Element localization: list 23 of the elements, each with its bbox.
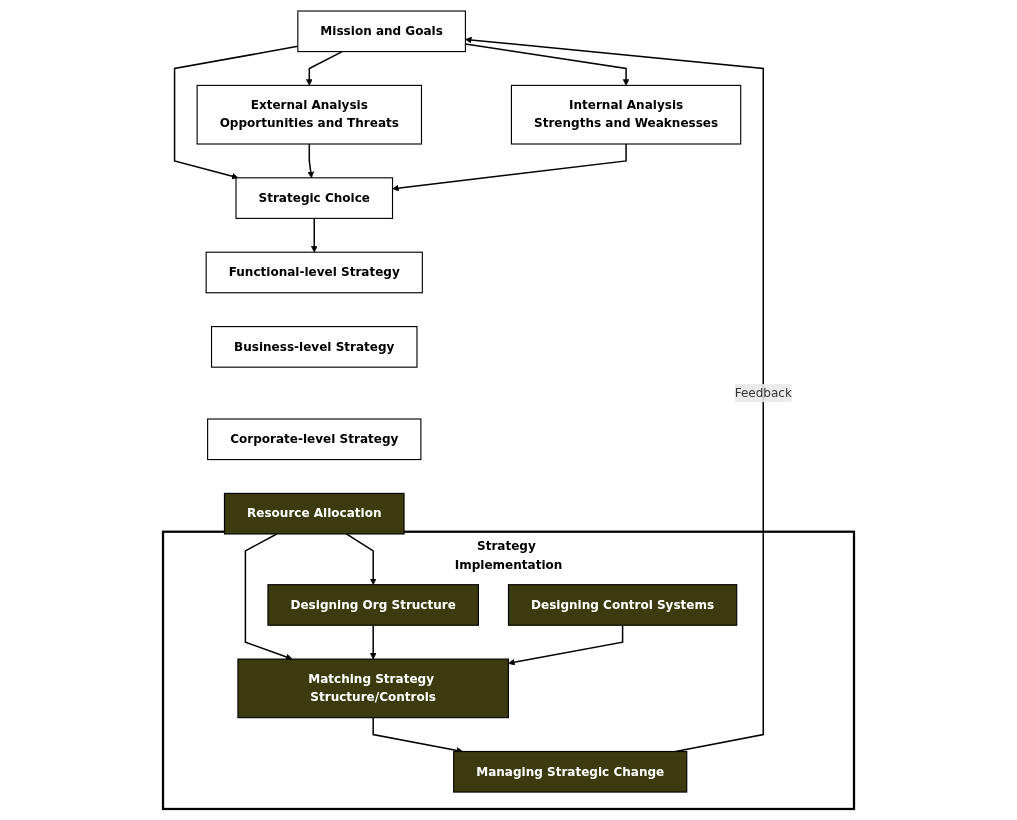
arrow bbox=[307, 143, 314, 179]
arrow bbox=[465, 36, 764, 753]
node-box: Functional-level Strategy bbox=[205, 251, 423, 294]
arrow bbox=[369, 624, 377, 660]
arrow bbox=[305, 50, 343, 86]
arrow bbox=[345, 533, 377, 585]
arrow bbox=[372, 716, 464, 754]
node-box: Mission and Goals bbox=[297, 10, 466, 53]
node-box: External Analysis Opportunities and Threats bbox=[196, 84, 423, 145]
node-box: Managing Strategic Change bbox=[453, 750, 688, 793]
arrow bbox=[244, 533, 293, 661]
node-box: Designing Org Structure bbox=[267, 584, 479, 626]
edge-label: Feedback bbox=[734, 385, 792, 400]
node-box: Corporate-level Strategy bbox=[207, 418, 422, 461]
arrow bbox=[310, 217, 318, 253]
node-box: Designing Control Systems bbox=[507, 584, 738, 626]
node-box: Strategic Choice bbox=[235, 177, 394, 219]
arrow bbox=[392, 143, 627, 192]
node-box: Resource Allocation bbox=[223, 492, 405, 535]
node-box: Matching Strategy Structure/Controls bbox=[237, 658, 509, 719]
node-box: Internal Analysis Strengths and Weaknesses bbox=[510, 84, 742, 145]
node-box: Business-level Strategy bbox=[210, 326, 418, 368]
arrow bbox=[508, 624, 624, 666]
